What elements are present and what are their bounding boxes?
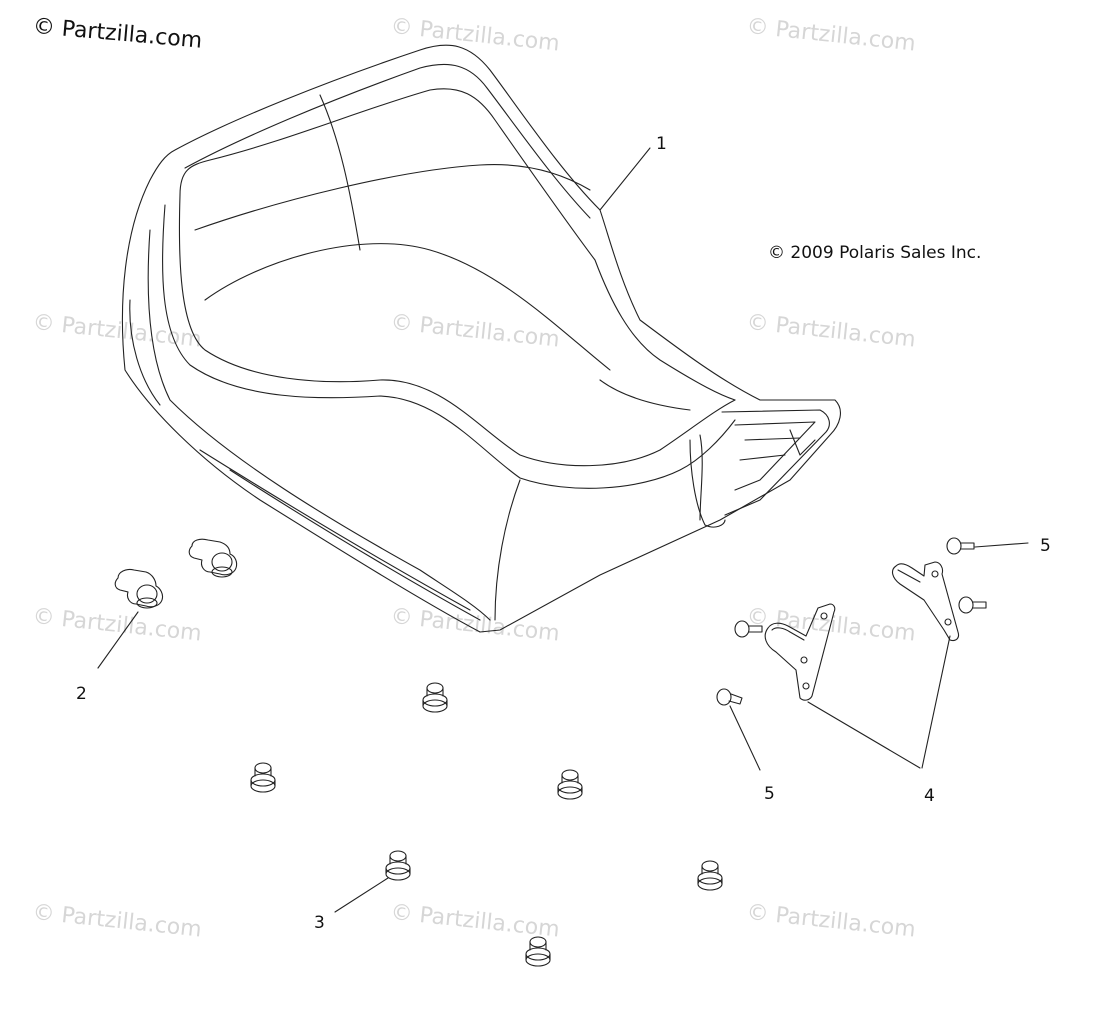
seat-drawing	[121, 44, 841, 633]
screw-drawing	[716, 537, 1029, 771]
grommet-drawing	[250, 682, 723, 967]
callout-4-label: 4	[924, 786, 935, 806]
copyright-notice: © 2009 Polaris Sales Inc.	[768, 243, 982, 263]
callout-3-label: 3	[314, 913, 325, 933]
callout-5-label: 5	[1040, 536, 1051, 556]
latch-drawing	[97, 538, 238, 669]
callout-2-label: 2	[76, 684, 87, 704]
bracket-drawing	[764, 561, 960, 769]
callout-5-label: 5	[764, 784, 775, 804]
callout-1-label: 1	[656, 134, 667, 154]
